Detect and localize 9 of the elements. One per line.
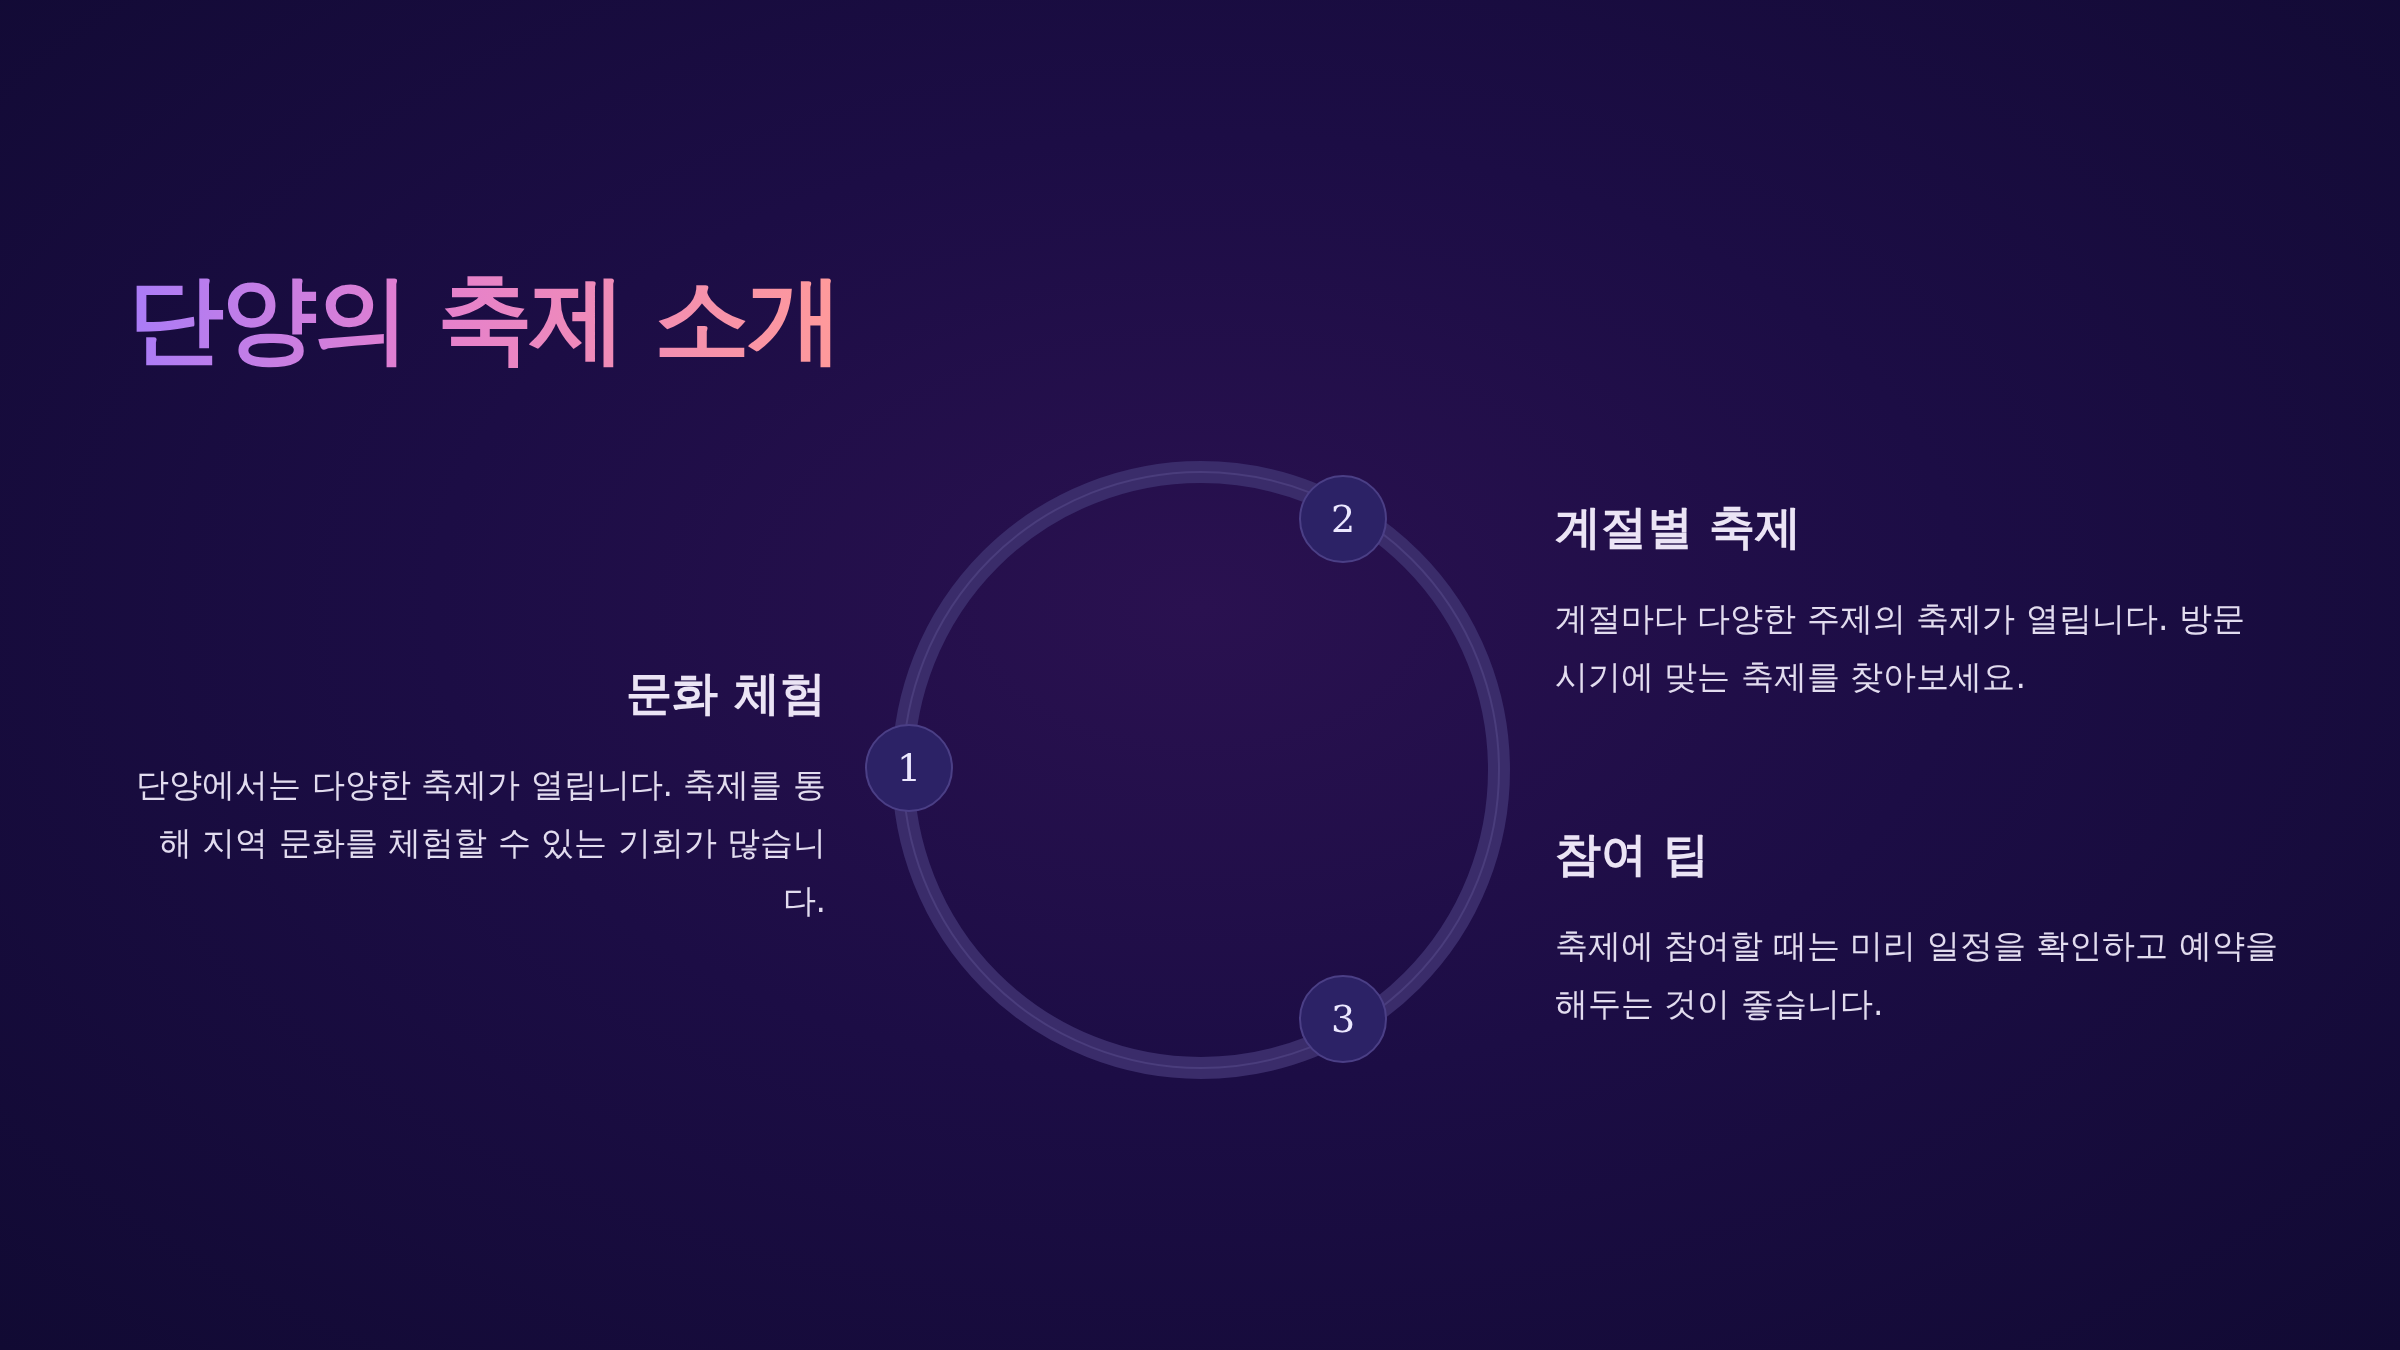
heading: 참여 팁 <box>1555 827 1710 883</box>
heading: 계절별 축제 <box>1555 500 1802 556</box>
number-circle: 3 <box>1299 975 1387 1063</box>
heading: 문화 체험 <box>625 666 826 722</box>
number-circle: 1 <box>865 724 953 812</box>
description: 계절마다 다양한 주제의 축제가 열립니다. 방문 시기에 맞는 축제를 찾아보세요. <box>1555 598 2246 698</box>
description: 단양에서는 다양한 축제가 열립니다. 축제를 통해 지역 문화를 체험할 수 있는 기회가 많습니다. <box>135 764 826 922</box>
number-circle: 2 <box>1299 475 1387 563</box>
description: 축제에 참여할 때는 미리 일정을 확인하고 예약을 해두는 것이 좋습니다. <box>1555 925 2279 1025</box>
